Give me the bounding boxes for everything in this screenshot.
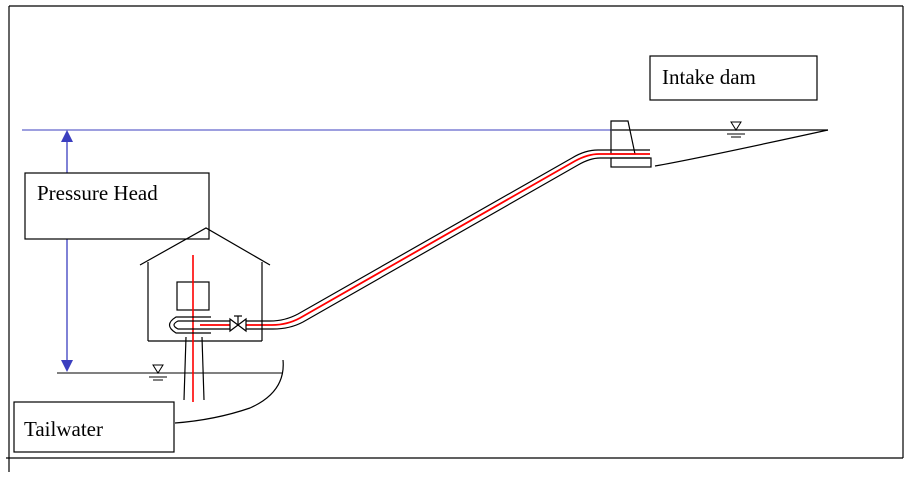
powerhouse — [139, 227, 271, 402]
penstock — [200, 149, 650, 330]
intake-dam — [610, 120, 652, 168]
pressure-head-label-box: Pressure Head — [24, 172, 210, 240]
intake-dam-label: Intake dam — [662, 65, 756, 89]
tailwater-label-box: Tailwater — [13, 401, 175, 453]
intake-dam-label-box: Intake dam — [649, 55, 818, 101]
draft-tube — [183, 336, 205, 401]
pressure-head-dimension-arrow — [61, 130, 73, 372]
inlet-pipe — [211, 320, 230, 330]
diagram-frame — [6, 5, 904, 472]
valve-icon — [229, 315, 247, 333]
water-level-triangle-icon — [149, 364, 167, 381]
turbine-icon — [168, 316, 211, 334]
headwater-reservoir — [612, 129, 829, 167]
pressure-head-label: Pressure Head — [37, 181, 158, 205]
tailwater-basin — [174, 359, 284, 424]
tailwater-label: Tailwater — [24, 417, 103, 441]
water-level-triangle-icon — [727, 121, 745, 138]
